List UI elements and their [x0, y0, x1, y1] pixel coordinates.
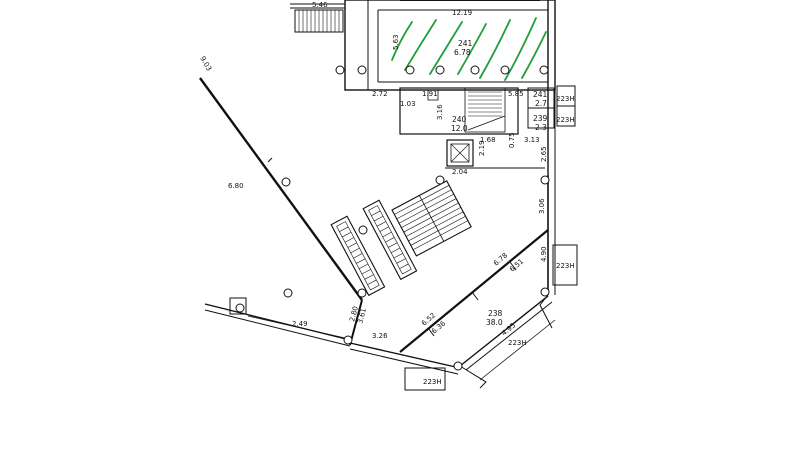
room-240-number: 240: [452, 115, 467, 124]
dim-3-16: 3.16: [436, 104, 444, 120]
dim-0-75: 0.75: [508, 132, 516, 148]
bottom-walls: [204, 295, 556, 391]
hatch-room-241: [391, 17, 547, 81]
dim-4-95: 4.95: [500, 321, 517, 337]
room-241b-area: 2.7: [535, 99, 547, 108]
dim-2-49: 2.49: [292, 320, 308, 328]
dim-4-90: 4.90: [540, 246, 548, 262]
dim-3-61: 3.61: [356, 307, 368, 324]
window-tags: 223Н 223Н 223Н 223Н 223Н: [423, 95, 575, 386]
dim-5-85: 5.85: [508, 90, 524, 98]
room-labels: 241 6.78 241 2.7 239 2.3 240 12.0 238 38…: [451, 39, 548, 327]
dim-9-03: 9.03: [198, 55, 213, 73]
escalator-left: [330, 215, 386, 297]
dim-3-26: 3.26: [372, 332, 388, 340]
window-tag-4: 223Н: [508, 339, 527, 347]
dim-2-72: 2.72: [372, 90, 388, 98]
stair-top-left: [294, 9, 344, 33]
dim-5-46: 5.46: [312, 1, 328, 9]
columns-main: [235, 175, 550, 371]
dim-1-91: 1.91: [422, 90, 438, 98]
dim-3-06: 3.06: [538, 198, 546, 214]
left-diagonal-wall: [199, 77, 363, 346]
room-238-area: 38.0: [486, 318, 503, 327]
window-tag-3: 223Н: [556, 262, 575, 270]
dim-2-65: 2.65: [540, 146, 548, 162]
room-239-area: 2.3: [535, 123, 547, 132]
dim-12-19: 12.19: [452, 9, 472, 17]
dim-1-68: 1.68: [480, 136, 496, 144]
dim-2-04: 2.04: [452, 168, 468, 176]
columns-top: [335, 65, 549, 75]
room-241-area: 6.78: [454, 48, 471, 57]
room-238-number: 238: [488, 309, 503, 318]
escalator-right: [362, 199, 418, 281]
right-wall: [539, 175, 578, 329]
main-stair: [391, 180, 472, 257]
dim-2-19: 2.19: [478, 140, 486, 156]
dim-6-80: 6.80: [228, 182, 244, 190]
window-tag-5: 223Н: [423, 378, 442, 386]
top-block-walls: [290, 0, 556, 175]
window-tag-2: 223Н: [556, 116, 575, 124]
service-block: [399, 85, 576, 135]
dim-1-03: 1.03: [400, 100, 416, 108]
room-240-area: 12.0: [451, 124, 468, 133]
elevator-shaft: [445, 139, 545, 169]
dim-5-63: 5.63: [392, 34, 400, 50]
room-241-number: 241: [458, 39, 473, 48]
dim-3-13: 3.13: [524, 136, 540, 144]
dimension-labels: 5.46 12.19 5.63 2.72 1.03 1.91 3.16 5.85…: [198, 1, 548, 340]
window-tag-1: 223Н: [556, 95, 575, 103]
interior-partition: [399, 229, 549, 353]
dim-2-80: 2.80: [348, 305, 360, 322]
room-239-number: 239: [533, 114, 548, 123]
room-241b-number: 241: [533, 90, 548, 99]
dim-6-36: 6.36: [430, 319, 448, 335]
